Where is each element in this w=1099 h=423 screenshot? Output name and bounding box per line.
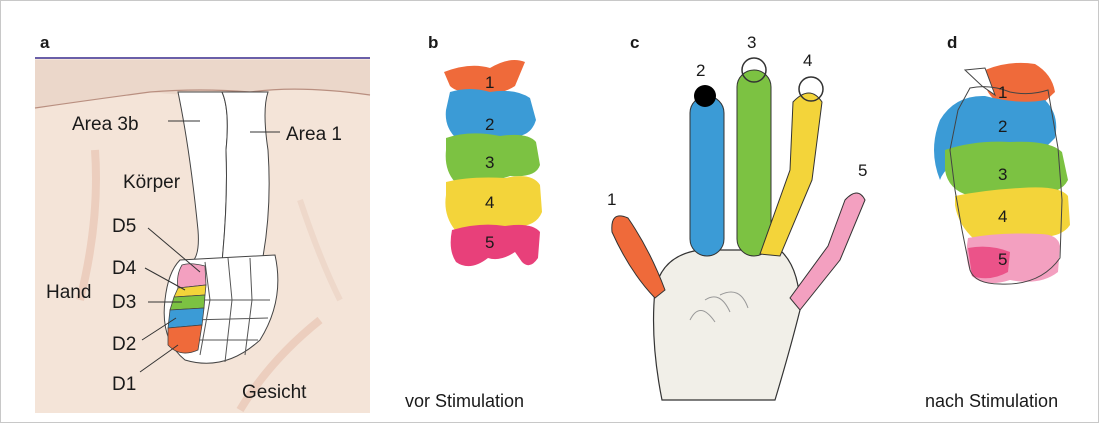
panel-b: b 1 2 3 4 5 vor Stimulation: [405, 33, 542, 411]
panel-letter-c: c: [630, 33, 639, 52]
area-1-column: [222, 92, 269, 262]
panel-d: d 1 2 3 4 5 nach Stimulation: [925, 33, 1070, 411]
finger-1-thumb: [612, 216, 665, 298]
region-d-4: [955, 187, 1070, 240]
stimulation-dot-filled: [694, 85, 716, 107]
label-hand: Hand: [46, 282, 91, 303]
label-koerper: Körper: [123, 172, 181, 193]
finger-label-1: 1: [607, 190, 616, 209]
label-d5: D5: [112, 216, 136, 237]
region-d-label-3: 3: [998, 165, 1007, 184]
region-d-label-5: 5: [998, 250, 1007, 269]
caption-nach-stimulation: nach Stimulation: [925, 391, 1058, 411]
panel-letter-a: a: [40, 33, 50, 52]
panel-a: a Area 3b Area 1 Körper D5 D4 Hand D3 D2…: [35, 33, 370, 413]
region-d-label-4: 4: [998, 207, 1007, 226]
label-gesicht: Gesicht: [242, 382, 307, 403]
region-b-label-2: 2: [485, 115, 494, 134]
region-d-label-1: 1: [998, 83, 1007, 102]
label-d3: D3: [112, 292, 136, 313]
label-area-1: Area 1: [286, 124, 342, 145]
region-b-label-1: 1: [485, 73, 494, 92]
region-d-label-2: 2: [998, 117, 1007, 136]
panel-letter-d: d: [947, 33, 957, 52]
finger-label-3: 3: [747, 33, 756, 52]
label-d4: D4: [112, 258, 137, 279]
panel-letter-b: b: [428, 33, 438, 52]
region-b-label-3: 3: [485, 153, 494, 172]
finger-2-index: [690, 96, 724, 256]
palm: [654, 250, 800, 400]
label-d2: D2: [112, 334, 136, 355]
finger-3-middle: [737, 70, 771, 256]
finger-label-4: 4: [803, 51, 812, 70]
finger-label-2: 2: [696, 61, 705, 80]
label-d1: D1: [112, 374, 136, 395]
d5-strip: [178, 264, 207, 288]
region-b-5: [451, 225, 540, 266]
finger-5-little: [790, 193, 865, 310]
caption-vor-stimulation: vor Stimulation: [405, 391, 524, 411]
region-b-label-5: 5: [485, 233, 494, 252]
label-area-3b: Area 3b: [72, 114, 139, 135]
finger-label-5: 5: [858, 161, 867, 180]
panel-c: c 1 2 3 4 5: [607, 33, 867, 400]
region-b-label-4: 4: [485, 193, 494, 212]
